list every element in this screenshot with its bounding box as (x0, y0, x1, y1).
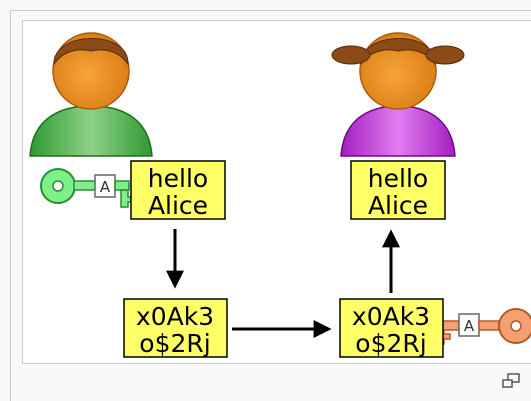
ciphertext-right-line2: o$2Rj (355, 329, 426, 358)
diagram-canvas: A A hello Alice hello Alice (22, 20, 531, 364)
ciphertext-left-line1: x0Ak3 (136, 302, 214, 331)
plaintext-sender-line1: hello (148, 164, 208, 193)
ciphertext-left-line2: o$2Rj (139, 329, 210, 358)
plaintext-box-receiver: hello Alice (350, 160, 446, 220)
key-left-label: A (100, 178, 111, 196)
ciphertext-right-line1: x0Ak3 (352, 302, 430, 331)
enlarge-icon[interactable] (500, 372, 522, 390)
key-right-label: A (464, 317, 475, 335)
ciphertext-box-left: x0Ak3 o$2Rj (123, 298, 228, 358)
diagram-svg: A A hello Alice hello Alice (29, 32, 531, 358)
encryption-key-icon: A (40, 168, 135, 208)
plaintext-receiver-line1: hello (368, 164, 428, 193)
plaintext-receiver-line2: Alice (368, 191, 428, 220)
ciphertext-box-right: x0Ak3 o$2Rj (339, 298, 444, 358)
sender-person-icon (29, 32, 153, 157)
plaintext-sender-line2: Alice (148, 191, 208, 220)
decryption-key-icon: A (436, 308, 531, 345)
plaintext-box-sender: hello Alice (130, 160, 226, 220)
receiver-person-icon (331, 32, 465, 157)
